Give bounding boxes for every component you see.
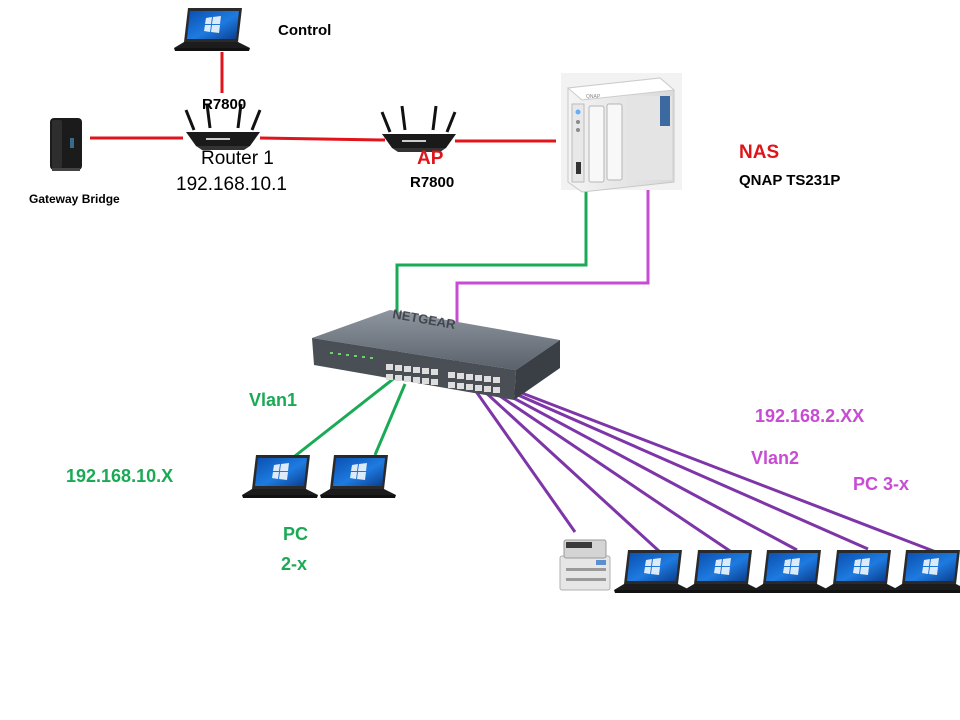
printer-icon (559, 539, 611, 591)
ap-router-icon (380, 105, 457, 152)
vlan2-pc-link-3 (479, 378, 798, 552)
switch-ports-right (448, 372, 500, 393)
control-laptop-icon (174, 8, 250, 51)
vlan2-device-links (466, 378, 937, 554)
red-links (90, 52, 556, 143)
vlan1-pc-link-2 (373, 383, 407, 456)
nas-model-label: QNAP TS231P (739, 172, 841, 189)
network-switch-icon: NETGEAR (312, 306, 560, 400)
vlan2-pc-laptop-icon-2 (684, 550, 760, 593)
vlan2-pc-laptop-icon-5 (892, 550, 960, 593)
vlan2-pc-link-5 (487, 378, 937, 554)
pc2-label-line1: PC (283, 524, 309, 544)
router1-name-label: Router 1 (201, 148, 274, 169)
vlan2-pc-link-1 (470, 378, 662, 554)
router1-model-label: R7800 (202, 96, 247, 113)
control-label: Control (278, 22, 332, 39)
vlan2-printer-link (466, 379, 577, 533)
router1-ip-label: 192.168.10.1 (176, 174, 287, 195)
vlan1-subnet-label: 192.168.10.X (66, 466, 174, 486)
ap-title-label: AP (417, 148, 444, 169)
switch-leds (330, 352, 373, 359)
pc2-label-line2: 2-x (281, 554, 308, 574)
nas-brand-text: QNAP (586, 94, 601, 100)
vlan2-pc-link-4 (483, 378, 869, 551)
pc3-label: PC 3-x (853, 474, 910, 494)
router-ap-link (259, 136, 386, 142)
gateway-bridge-icon (50, 118, 82, 171)
vlan2-pc-laptop-icon-4 (823, 550, 899, 593)
vlan1-label: Vlan1 (249, 390, 298, 410)
vlan1-pc-laptop-icon-1 (242, 455, 318, 498)
switch-ports-left (386, 364, 438, 385)
nas-title-label: NAS (739, 142, 780, 163)
vlan2-pc-link-2 (475, 378, 731, 553)
nas-icon: QNAP (561, 73, 682, 193)
vlan1-pc-laptop-icon-2 (320, 455, 396, 498)
ap-model-label: R7800 (410, 174, 455, 191)
router-1-icon (184, 103, 262, 150)
vlan2-subnet-label: 192.168.2.XX (755, 406, 865, 426)
vlan2-label: Vlan2 (751, 448, 800, 468)
gateway-bridge-label: Gateway Bridge (29, 192, 120, 206)
vlan2-pc-laptop-icon-1 (614, 550, 690, 593)
vlan2-pc-laptop-icon-3 (753, 550, 829, 593)
vlan1-pc-link-1 (294, 374, 398, 458)
